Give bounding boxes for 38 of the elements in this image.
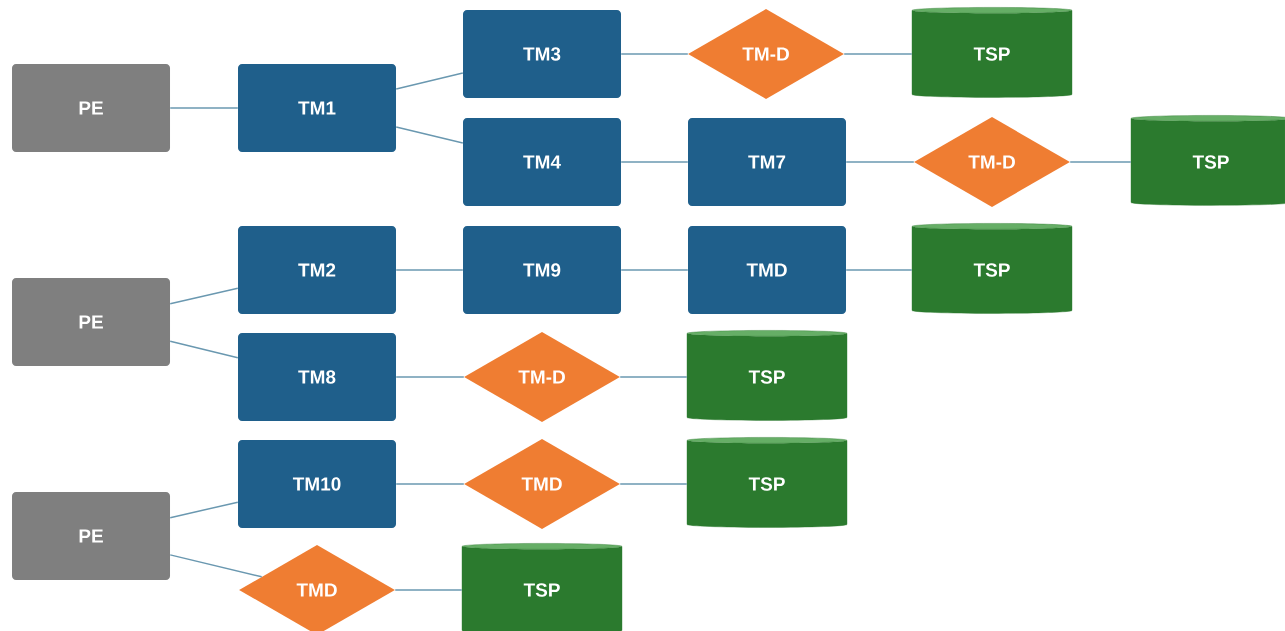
database-cylinder: TSP [686, 437, 848, 528]
process-box: TM4 [463, 118, 621, 206]
process-box: TM10 [238, 440, 396, 528]
connector-line [619, 483, 688, 485]
connector-line [1069, 161, 1132, 163]
connector-line [395, 376, 465, 378]
connector-line [394, 589, 463, 591]
process-box: TM8 [238, 333, 396, 421]
connector-line [620, 269, 689, 271]
process-box: TM9 [463, 226, 621, 314]
process-box: TM1 [238, 64, 396, 152]
process-box: PE [12, 492, 170, 580]
process-box: TM7 [688, 118, 846, 206]
database-cylinder: TSP [1130, 115, 1285, 206]
connector-line [619, 376, 688, 378]
connector-line [395, 269, 464, 271]
process-box: TM3 [463, 10, 621, 98]
database-cylinder: TSP [911, 7, 1073, 98]
process-box: TMD [688, 226, 846, 314]
connector-line [169, 340, 239, 359]
connector-line [845, 269, 913, 271]
database-cylinder: TSP [686, 330, 848, 421]
connector-line [169, 107, 239, 109]
connector-line [843, 53, 913, 55]
database-cylinder: TSP [911, 223, 1073, 314]
connector-line [395, 72, 464, 90]
connector-line [395, 483, 465, 485]
process-box: TM2 [238, 226, 396, 314]
process-box: PE [12, 64, 170, 152]
connector-line [845, 161, 915, 163]
process-box: PE [12, 278, 170, 366]
connector-line [395, 126, 464, 144]
connector-line [620, 53, 689, 55]
connector-line [169, 554, 263, 578]
database-cylinder: TSP [461, 543, 623, 631]
connector-line [169, 501, 239, 519]
connector-line [169, 287, 239, 305]
connector-line [620, 161, 689, 163]
